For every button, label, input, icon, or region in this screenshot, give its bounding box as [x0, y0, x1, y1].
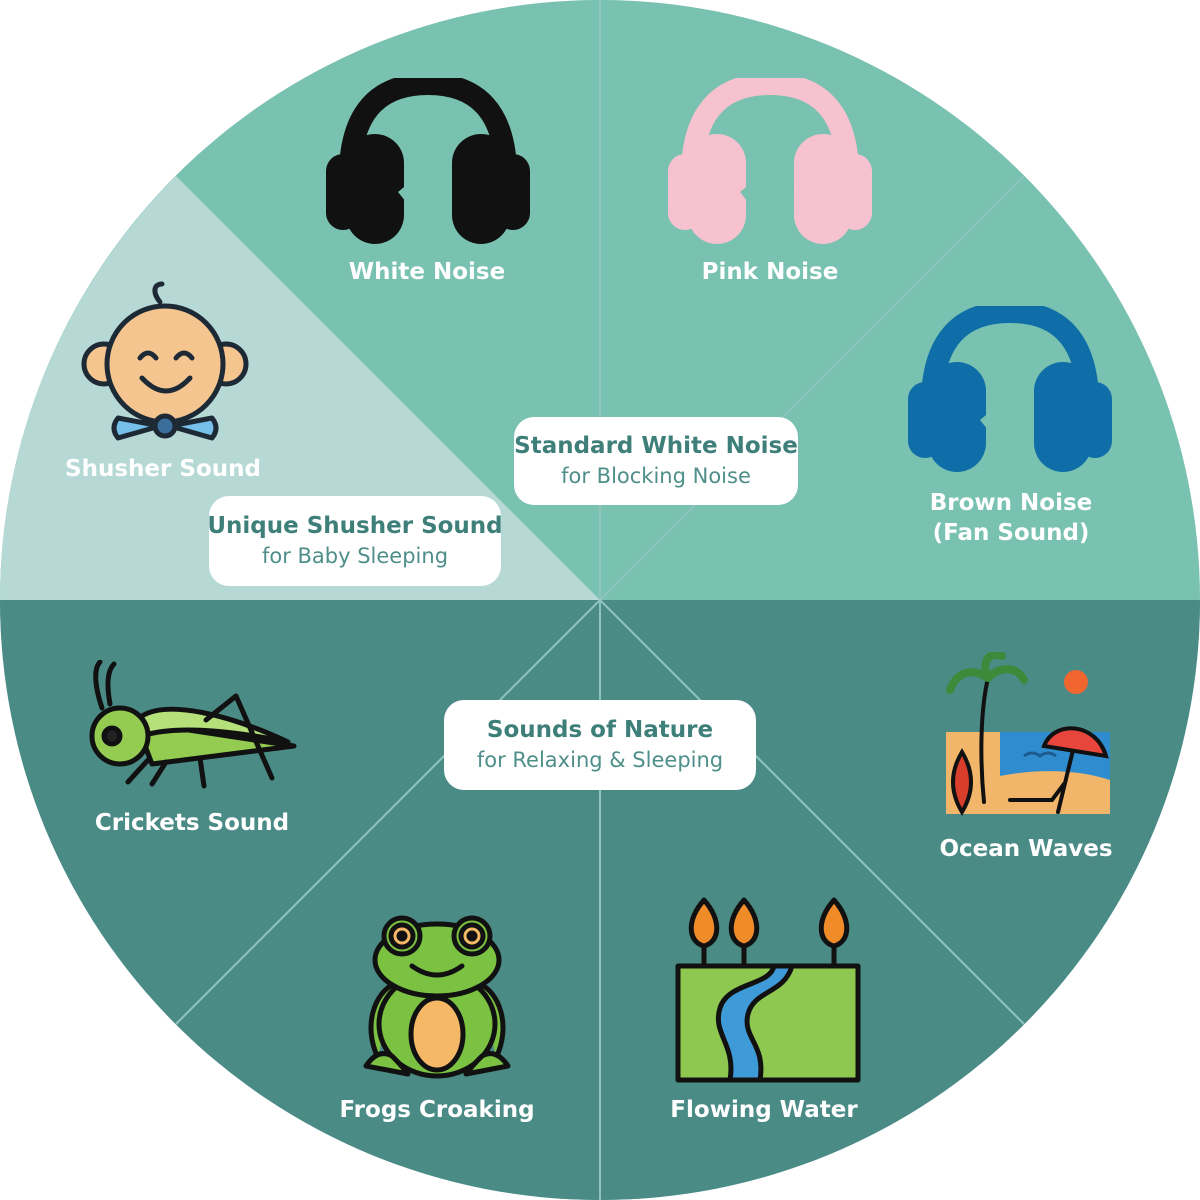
headphones-icon	[908, 306, 1112, 472]
ocean-waves-label: Ocean Waves	[939, 836, 1113, 862]
nature-group-badge: Sounds of Nature for Relaxing & Sleeping	[444, 700, 756, 790]
group-subtitle: for Blocking Noise	[561, 464, 751, 488]
brown-noise-label: Brown Noise (Fan Sound)	[930, 488, 1093, 548]
group-title: Sounds of Nature	[486, 717, 714, 743]
group-title: Standard White Noise	[514, 433, 798, 459]
shusher-sound-label: Shusher Sound	[65, 456, 261, 482]
crickets-sound-label: Crickets Sound	[94, 810, 290, 836]
wheel-dividers	[175, 0, 1025, 1200]
flowing-water-label: Flowing Water	[670, 1097, 858, 1123]
beach-icon	[946, 652, 1110, 816]
group-subtitle: for Relaxing & Sleeping	[476, 748, 724, 772]
brown-noise-label-line2: (Fan Sound)	[932, 520, 1090, 546]
frogs-croaking-label: Frogs Croaking	[339, 1097, 535, 1123]
baby-face-icon	[81, 281, 249, 441]
headphones-icon	[668, 78, 872, 244]
shusher-group-badge: Unique Shusher Sound for Baby Sleeping	[207, 496, 503, 586]
headphones-icon	[326, 78, 530, 244]
pink-noise-label: Pink Noise	[701, 259, 839, 285]
group-subtitle: for Baby Sleeping	[261, 544, 449, 568]
brown-noise-label-line1: Brown Noise	[929, 490, 1093, 516]
frog-icon	[363, 915, 511, 1079]
wheel-shusher-section	[0, 176, 600, 600]
grasshopper-icon	[89, 660, 297, 789]
standard-noise-group-badge: Standard White Noise for Blocking Noise	[514, 417, 798, 505]
white-noise-label: White Noise	[348, 259, 506, 285]
river-icon	[675, 897, 861, 1083]
group-title: Unique Shusher Sound	[207, 513, 503, 539]
